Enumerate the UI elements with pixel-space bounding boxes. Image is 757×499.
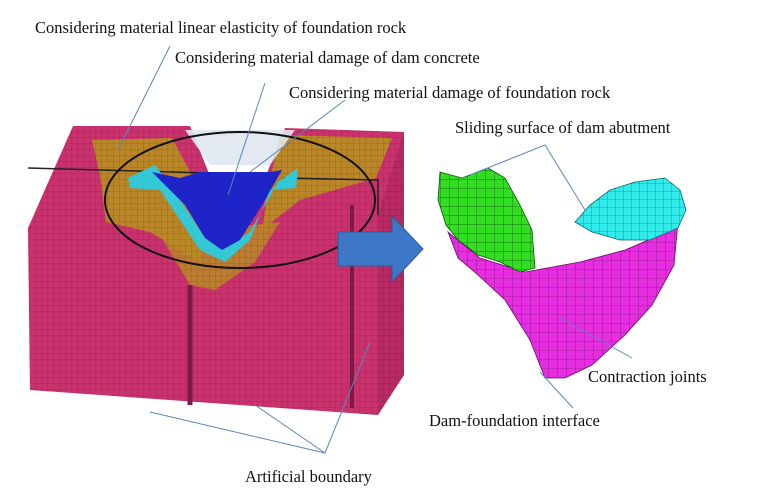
label-contraction-joints: Contraction joints [588, 367, 707, 386]
rock-side-face [378, 132, 404, 415]
label-dam-foundation-interface: Dam-foundation interface [429, 411, 600, 430]
dam-model [437, 167, 687, 379]
focus-ellipse [104, 131, 376, 269]
canyon-opening [185, 130, 295, 165]
label-artificial-boundary: Artificial boundary [245, 467, 372, 486]
leader-sliding [469, 144, 586, 211]
transition-arrow [337, 214, 424, 284]
rock-damage-zone-left [92, 138, 210, 262]
leader-interface [539, 371, 574, 409]
leader-contraction [559, 317, 633, 359]
dam-concrete-body [152, 170, 282, 250]
label-rock-linear-elasticity: Considering material linear elasticity o… [35, 18, 407, 37]
label-dam-concrete-damage: Considering material damage of dam concr… [175, 48, 480, 67]
leader-dam-damage [227, 82, 266, 196]
label-sliding-surface: Sliding surface of dam abutment [455, 118, 671, 137]
label-rock-damage: Considering material damage of foundatio… [289, 83, 611, 102]
rock-damage-zone-right [262, 135, 392, 230]
foundation-rock-block [27, 126, 404, 415]
rock-contour-line [282, 177, 379, 215]
leader-rock-damage [249, 99, 346, 173]
dam-body-magenta [447, 221, 679, 379]
leader-rock-linear [117, 45, 171, 151]
sliding-block-right [574, 177, 687, 241]
sliding-block-left [437, 167, 536, 273]
leader-lines [117, 45, 633, 454]
leader-boundary-mid [254, 404, 326, 454]
rock-front-face [28, 215, 378, 415]
